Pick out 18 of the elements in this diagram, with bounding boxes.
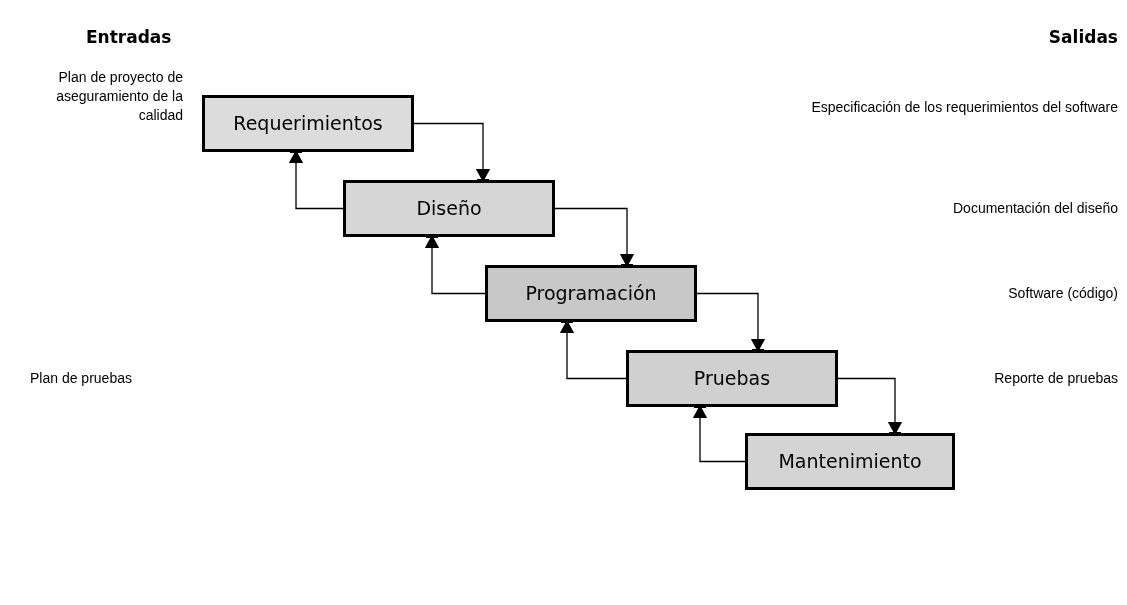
column-heading: Salidas <box>1047 28 1118 47</box>
artifact-label: Plan de pruebas <box>30 369 133 388</box>
phase-label: Mantenimiento <box>778 449 922 475</box>
artifact-label: Plan de proyecto de aseguramiento de la calidad <box>55 68 183 125</box>
phase-box <box>202 95 414 152</box>
artifact-label: Reporte de pruebas <box>993 369 1118 388</box>
phase-label: Programación <box>525 281 657 307</box>
artifact-label: Especificación de los requerimientos del software <box>810 98 1118 117</box>
artifact-label: Documentación del diseño <box>952 199 1118 218</box>
phase-box <box>626 350 838 407</box>
phase-box <box>343 180 555 237</box>
phase-box <box>745 433 955 490</box>
column-heading: Entradas <box>86 28 173 47</box>
phase-label: Pruebas <box>693 366 771 392</box>
phase-label: Requerimientos <box>233 111 383 137</box>
phase-box <box>485 265 697 322</box>
phase-label: Diseño <box>416 196 482 222</box>
artifact-label: Software (código) <box>1007 284 1118 303</box>
